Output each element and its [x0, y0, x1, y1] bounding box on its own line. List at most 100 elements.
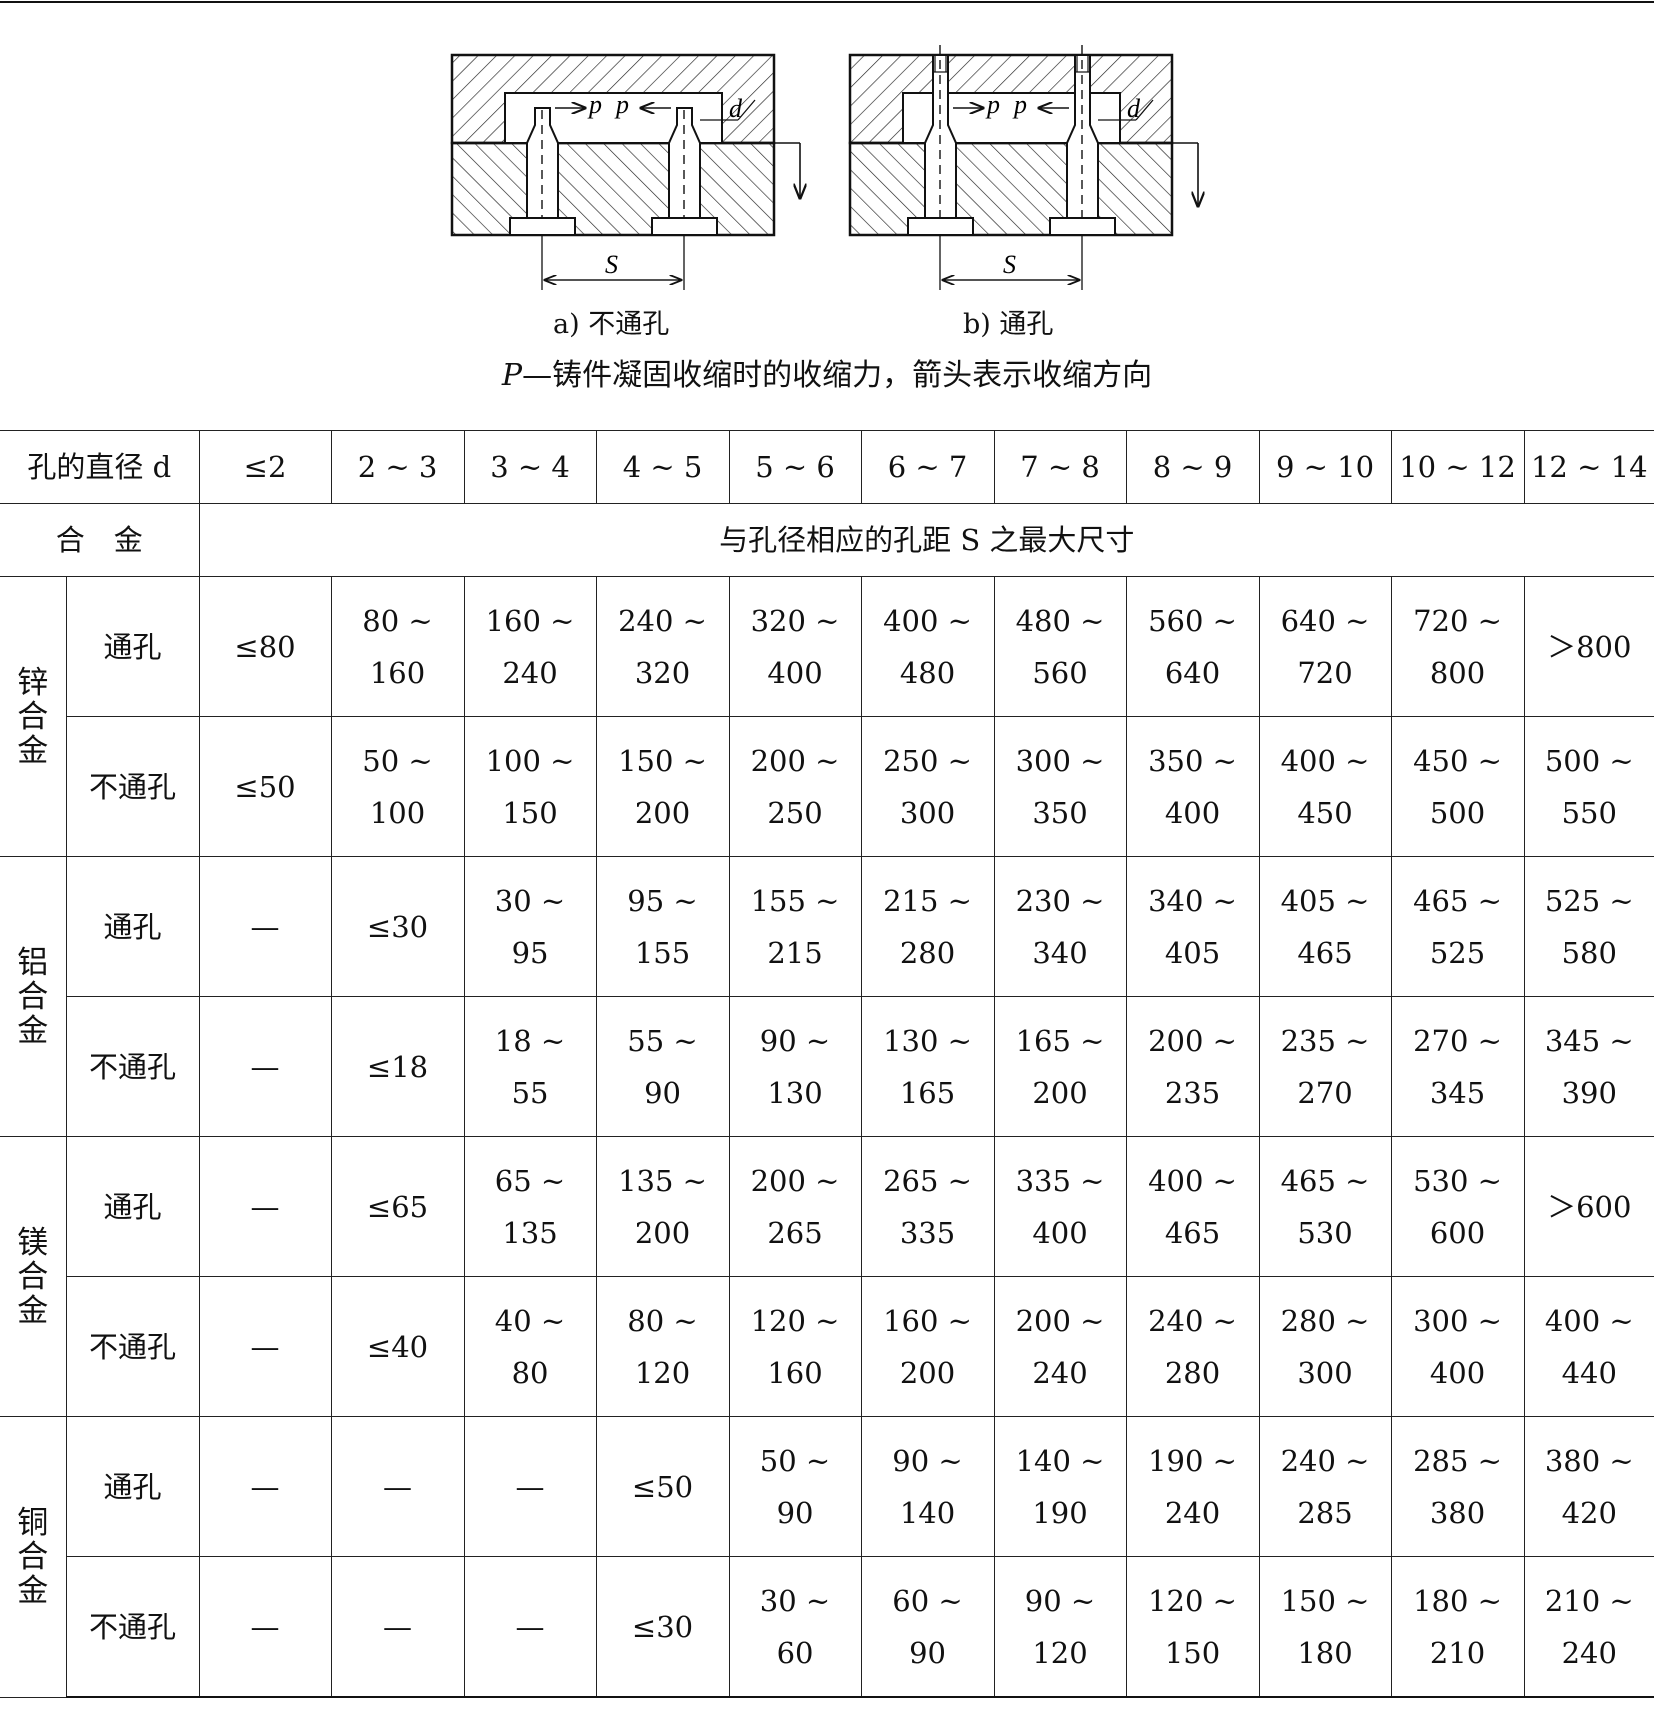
hole-type-cell: 通孔: [65, 576, 200, 717]
spacing-value-cell: 640 ~720: [1258, 576, 1392, 717]
spacing-value-cell: 465 ~525: [1390, 856, 1525, 997]
spacing-value-cell: 50 ~90: [728, 1416, 862, 1557]
top-rule: [0, 1, 1654, 3]
spacing-value-cell: 265 ~335: [860, 1136, 995, 1277]
s-label-b: S: [1003, 250, 1016, 279]
alloy-name-cell: 镁合金: [0, 1136, 67, 1417]
spacing-value-cell: 90 ~120: [993, 1556, 1127, 1698]
spacing-value-cell: 300 ~350: [993, 716, 1127, 857]
spacing-value-cell: —: [198, 856, 332, 997]
caption-symbol: P: [501, 358, 523, 393]
spacing-value-cell: —: [330, 1416, 465, 1557]
spacing-value-cell: 90 ~140: [860, 1416, 995, 1557]
diameter-header-cell: 3 ~ 4: [463, 430, 597, 504]
figure-caption: P—铸件凝固收缩时的收缩力，箭头表示收缩方向: [0, 350, 1654, 394]
hole-type-cell: 通孔: [65, 1416, 200, 1557]
alloy-name: 铜合金: [17, 1504, 49, 1609]
spacing-value-cell: 270 ~345: [1390, 996, 1525, 1137]
spacing-value-cell: 95 ~155: [595, 856, 730, 997]
spacing-value-cell: 560 ~640: [1125, 576, 1260, 717]
diagram-b: p p d S: [848, 45, 1198, 290]
spacing-value-cell: 150 ~200: [595, 716, 730, 857]
spacing-value-cell: 50 ~100: [330, 716, 465, 857]
spacing-value-cell: ≤40: [330, 1276, 465, 1417]
spacing-value-cell: ＞600: [1523, 1136, 1654, 1277]
spacing-value-cell: 335 ~400: [993, 1136, 1127, 1277]
spacing-value-cell: —: [198, 1276, 332, 1417]
spacing-value-cell: 405 ~465: [1258, 856, 1392, 997]
spacing-value-cell: —: [463, 1556, 597, 1698]
spacing-value-cell: ≤65: [330, 1136, 465, 1277]
hole-type-cell: 不通孔: [65, 716, 200, 857]
s-label-a: S: [605, 250, 618, 279]
spacing-span-label: 与孔径相应的孔距 S 之最大尺寸: [198, 503, 1654, 577]
diameter-header-cell: 6 ~ 7: [860, 430, 995, 504]
spacing-value-cell: ≤30: [595, 1556, 730, 1698]
spacing-value-cell: 345 ~390: [1523, 996, 1654, 1137]
spacing-value-cell: 300 ~400: [1390, 1276, 1525, 1417]
spacing-value-cell: 120 ~160: [728, 1276, 862, 1417]
spacing-value-cell: —: [330, 1556, 465, 1698]
spacing-value-cell: 450 ~500: [1390, 716, 1525, 857]
spacing-value-cell: 80 ~160: [330, 576, 465, 717]
spacing-value-cell: ≤50: [595, 1416, 730, 1557]
spacing-value-cell: 200 ~235: [1125, 996, 1260, 1137]
spacing-value-cell: 30 ~95: [463, 856, 597, 997]
hole-type-cell: 不通孔: [65, 1556, 200, 1698]
spacing-value-cell: 285 ~380: [1390, 1416, 1525, 1557]
spacing-value-cell: 400 ~480: [860, 576, 995, 717]
spacing-value-cell: 400 ~440: [1523, 1276, 1654, 1417]
spacing-value-cell: 200 ~265: [728, 1136, 862, 1277]
alloy-header-label: 合 金: [0, 503, 200, 577]
spacing-value-cell: 210 ~240: [1523, 1556, 1654, 1698]
spacing-value-cell: 215 ~280: [860, 856, 995, 997]
d-label-a: d: [729, 94, 743, 123]
spacing-value-cell: 465 ~530: [1258, 1136, 1392, 1277]
spacing-value-cell: 160 ~240: [463, 576, 597, 717]
diameter-header-label: 孔的直径 d: [0, 430, 200, 504]
spacing-value-cell: 55 ~90: [595, 996, 730, 1137]
spacing-value-cell: 180 ~210: [1390, 1556, 1525, 1698]
spacing-value-cell: 340 ~405: [1125, 856, 1260, 997]
spacing-value-cell: 160 ~200: [860, 1276, 995, 1417]
spacing-value-cell: 480 ~560: [993, 576, 1127, 717]
spacing-value-cell: 720 ~800: [1390, 576, 1525, 717]
spacing-value-cell: 165 ~200: [993, 996, 1127, 1137]
spacing-value-cell: 200 ~240: [993, 1276, 1127, 1417]
spacing-value-cell: 200 ~250: [728, 716, 862, 857]
spacing-value-cell: ≤50: [198, 716, 332, 857]
spacing-value-cell: 530 ~600: [1390, 1136, 1525, 1277]
alloy-name: 锌合金: [17, 664, 49, 769]
spacing-value-cell: 235 ~270: [1258, 996, 1392, 1137]
diameter-header-cell: 7 ~ 8: [993, 430, 1127, 504]
spacing-value-cell: 400 ~465: [1125, 1136, 1260, 1277]
spacing-value-cell: 65 ~135: [463, 1136, 597, 1277]
hole-type-cell: 通孔: [65, 856, 200, 997]
spacing-value-cell: 120 ~150: [1125, 1556, 1260, 1698]
spacing-value-cell: 190 ~240: [1125, 1416, 1260, 1557]
spacing-value-cell: 240 ~280: [1125, 1276, 1260, 1417]
diameter-header-cell: 5 ~ 6: [728, 430, 862, 504]
spacing-value-cell: 280 ~300: [1258, 1276, 1392, 1417]
spacing-value-cell: 155 ~215: [728, 856, 862, 997]
d-label-b: d: [1127, 94, 1141, 123]
caption-text: —铸件凝固收缩时的收缩力，箭头表示收缩方向: [522, 358, 1153, 393]
alloy-name-cell: 铝合金: [0, 856, 67, 1137]
diameter-header-cell: 9 ~ 10: [1258, 430, 1392, 504]
spacing-value-cell: —: [198, 1416, 332, 1557]
spacing-value-cell: 150 ~180: [1258, 1556, 1392, 1698]
subfigure-label-b: b) 通孔: [963, 309, 1054, 340]
spacing-value-cell: —: [198, 1556, 332, 1698]
spacing-value-cell: 500 ~550: [1523, 716, 1654, 857]
figure: p p d S: [0, 0, 1654, 430]
p-label-a-right: p: [614, 90, 629, 119]
alloy-name: 铝合金: [17, 944, 49, 1049]
spacing-value-cell: ＞800: [1523, 576, 1654, 717]
diameter-header-cell: 2 ~ 3: [330, 430, 465, 504]
